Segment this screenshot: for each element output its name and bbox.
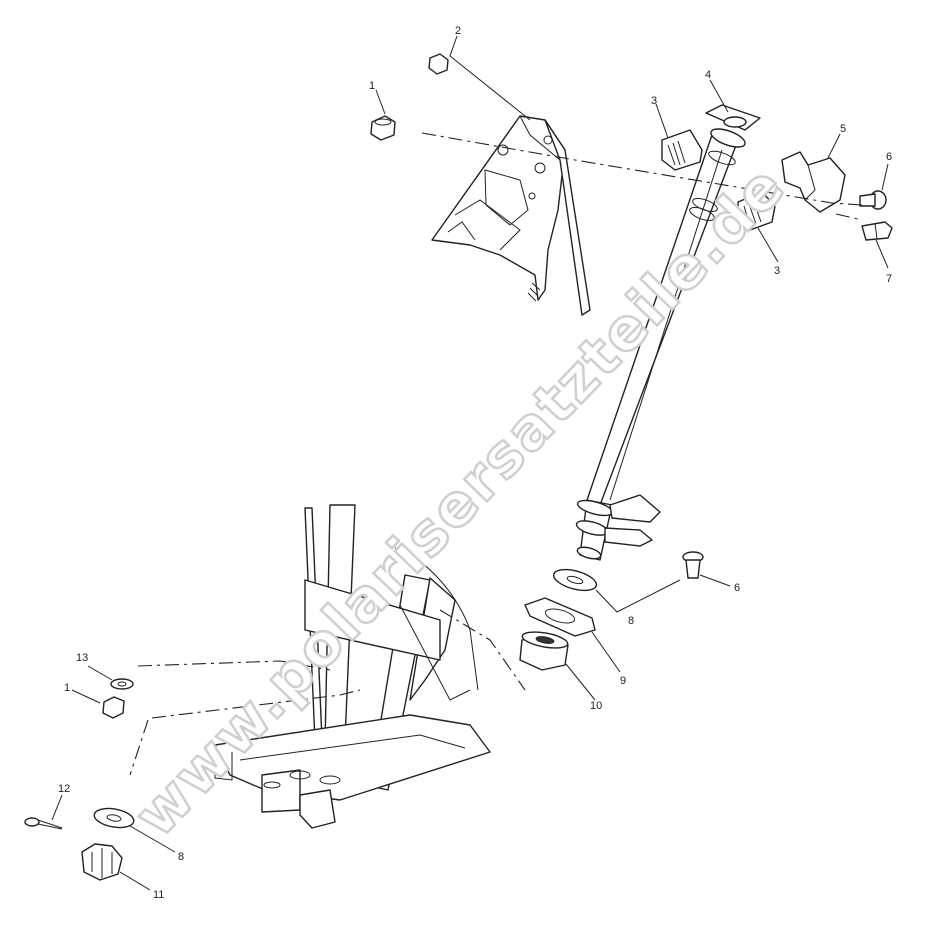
washer-8-upper (552, 568, 598, 592)
alignment-lines (129, 132, 863, 776)
cotter-pin-12 (24, 817, 63, 830)
bolt-7 (861, 221, 893, 241)
callouts: 1 2 3 4 5 6 3 7 6 8 9 10 13 1 12 8 11 (58, 25, 892, 901)
callout-1-lower: 1 (64, 682, 70, 694)
callout-5: 5 (840, 123, 846, 135)
leader-lines (51, 35, 889, 891)
callout-12: 12 (58, 783, 70, 795)
callout-9: 9 (620, 675, 626, 687)
washer-13 (110, 678, 134, 690)
callout-1-upper: 1 (369, 80, 375, 92)
callout-4: 4 (705, 69, 711, 81)
callout-2: 2 (455, 25, 461, 37)
callout-8-upper: 8 (628, 615, 634, 627)
callout-6-upper: 6 (886, 151, 892, 163)
column-top-flange (705, 104, 761, 131)
callout-6-lower: 6 (734, 582, 740, 594)
callout-7: 7 (886, 273, 892, 285)
bushing-lower (737, 191, 776, 231)
bolt-6-upper (859, 190, 887, 210)
callout-3-upper: 3 (651, 95, 657, 107)
steering-column (575, 128, 746, 561)
callout-13: 13 (76, 652, 88, 664)
washer-8-lower (93, 807, 135, 829)
callout-8-lower: 8 (178, 851, 184, 863)
clamp-bracket (781, 151, 846, 213)
bushing-upper (661, 129, 703, 171)
bolt-6-lower (682, 551, 704, 579)
callout-3-lower: 3 (774, 265, 780, 277)
castle-nut-11 (81, 843, 123, 881)
callout-10: 10 (590, 700, 602, 712)
flange-9 (524, 597, 596, 637)
bushing-10 (519, 631, 569, 671)
nut-1-upper (370, 115, 396, 141)
nut-1-lower (102, 696, 125, 719)
main-frame (214, 504, 491, 829)
upper-frame-bracket (431, 115, 591, 316)
callout-11: 11 (153, 889, 164, 901)
nut-2 (428, 53, 449, 75)
